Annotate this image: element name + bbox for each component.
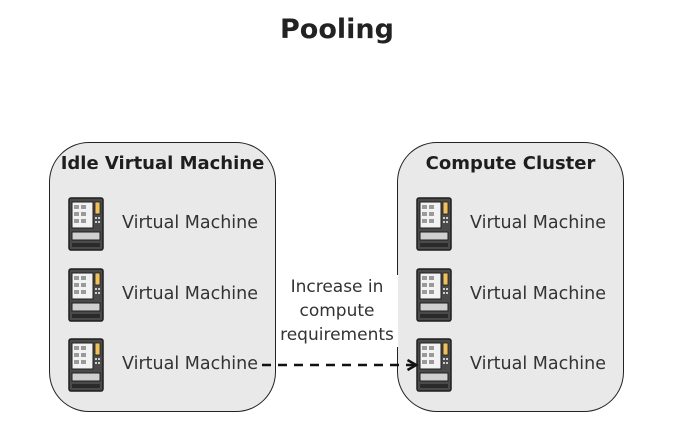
compute-cluster: Compute Cluster Virtual Machine Virtual … bbox=[397, 142, 624, 412]
virtual-machine-node: Virtual Machine bbox=[68, 197, 268, 251]
panel-title: Idle Virtual Machine bbox=[60, 153, 265, 174]
vm-label: Virtual Machine bbox=[122, 354, 259, 374]
virtual-machine-node: Virtual Machine bbox=[416, 268, 616, 322]
virtual-machine-node: Virtual Machine bbox=[416, 197, 616, 251]
edge-label-line: requirements bbox=[280, 325, 394, 345]
virtual-machine-node: Virtual Machine bbox=[416, 338, 616, 392]
vm-label: Virtual Machine bbox=[470, 284, 607, 304]
vm-label: Virtual Machine bbox=[470, 354, 607, 374]
virtual-machine-node: Virtual Machine bbox=[68, 338, 268, 392]
vm-label: Virtual Machine bbox=[122, 284, 259, 304]
panel-title: Compute Cluster bbox=[425, 153, 596, 174]
idle-vm-pool: Idle Virtual Machine Virtual Machine Vir… bbox=[49, 142, 276, 412]
virtual-machine-node: Virtual Machine bbox=[68, 268, 268, 322]
edge-label-line: Increase in bbox=[290, 277, 384, 297]
page-title: Pooling bbox=[280, 14, 394, 45]
vm-label: Virtual Machine bbox=[122, 213, 259, 233]
edge-label-line: compute bbox=[299, 301, 375, 321]
vm-label: Virtual Machine bbox=[470, 213, 607, 233]
edge-label: Increase in compute requirements bbox=[276, 275, 398, 347]
